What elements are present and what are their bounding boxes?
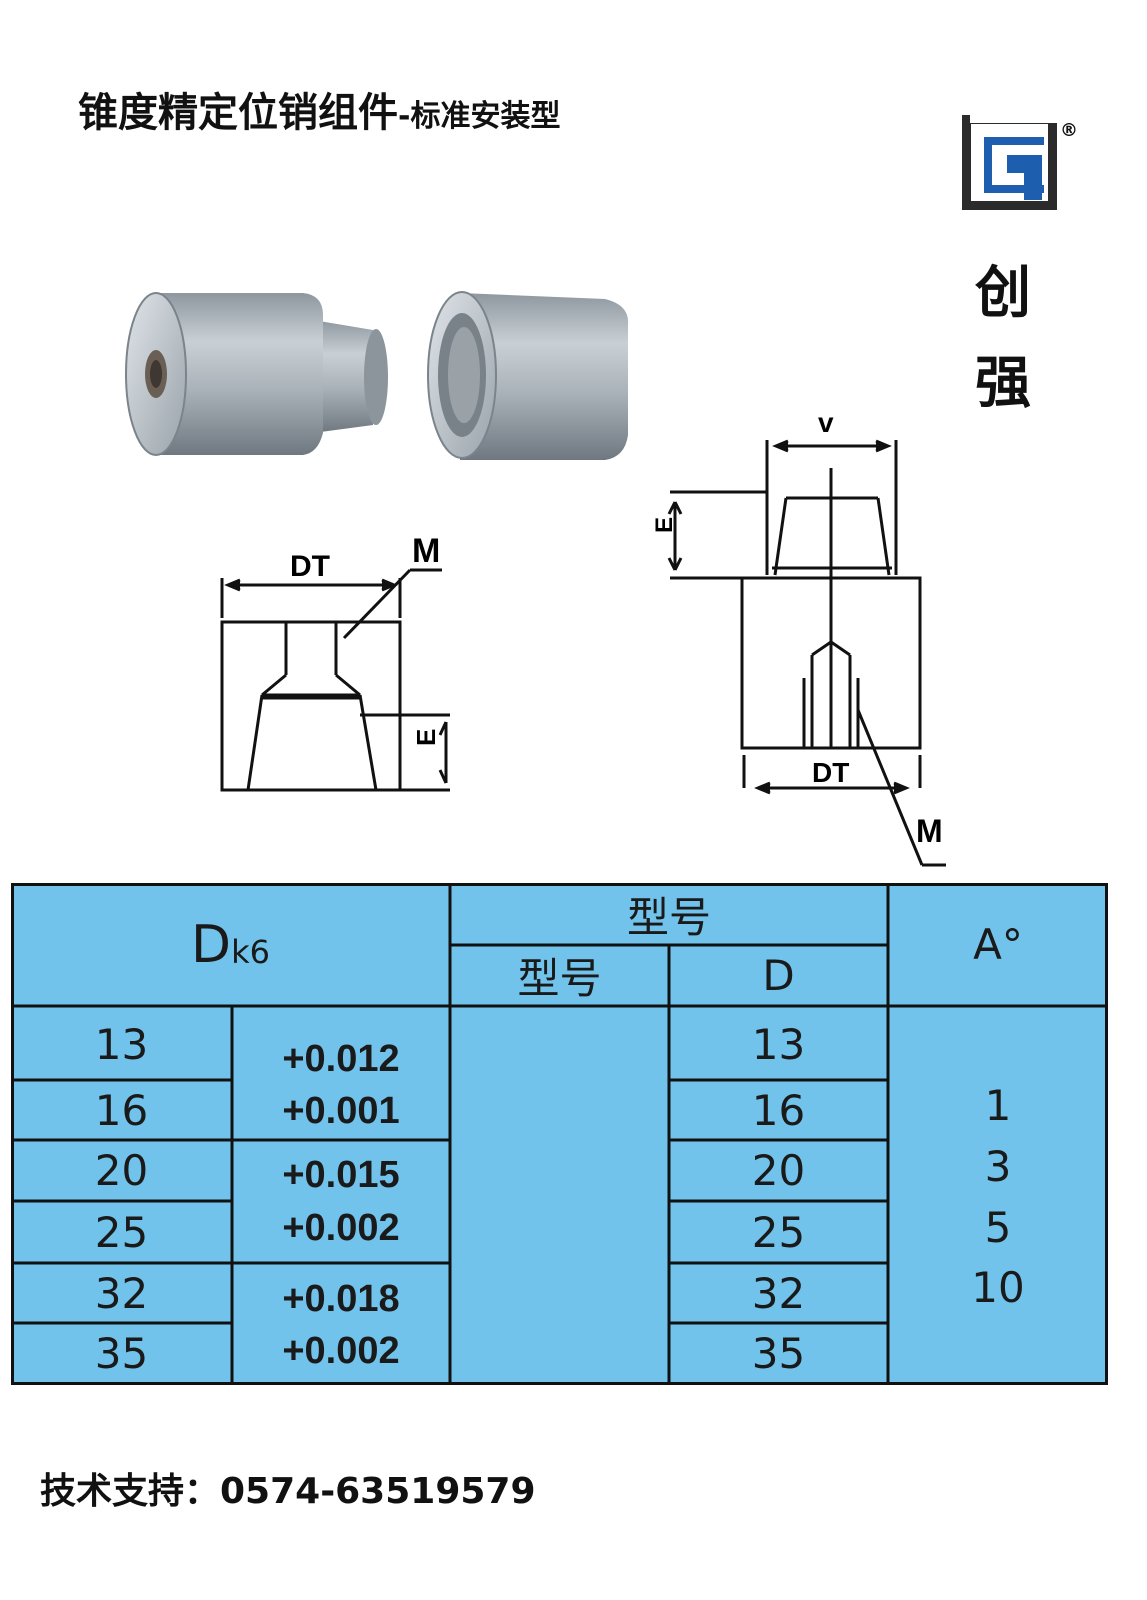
- brand-logo: [962, 115, 1057, 210]
- header-model: 型号: [517, 954, 602, 1003]
- header-group: 型号: [626, 892, 711, 942]
- label-e-left: E: [411, 729, 441, 746]
- angle-cell: 1: [984, 1080, 1012, 1130]
- label-e-right: E: [651, 517, 678, 533]
- label-dt-left: DT: [290, 550, 330, 583]
- label-dt-right: DT: [812, 757, 849, 788]
- title-subtitle: -标准安装型: [398, 99, 561, 134]
- d-cell: 25: [751, 1207, 806, 1257]
- table-grid: [11, 883, 1108, 1385]
- dk6-cell: 32: [94, 1268, 149, 1318]
- d-cell: 32: [751, 1268, 806, 1318]
- dk6-cell: 25: [94, 1207, 149, 1257]
- label-m-left: M: [412, 532, 440, 570]
- pin-diagram: v E DT M: [651, 410, 946, 867]
- header-angle: A°: [973, 920, 1023, 969]
- dk6-cell: 35: [94, 1328, 149, 1378]
- header-dk6-sub: k6: [231, 932, 270, 971]
- label-m-right: M: [916, 813, 943, 849]
- d-cell: 13: [751, 1020, 806, 1069]
- tolerance-upper: +0.018: [282, 1277, 400, 1320]
- tolerance-upper: +0.012: [282, 1037, 400, 1080]
- page-title: 锥度精定位销组件-标准安装型: [78, 80, 560, 138]
- angle-cell: 3: [984, 1141, 1012, 1191]
- d-cell: 35: [751, 1328, 806, 1378]
- bushing-diagram: DT M E: [220, 532, 450, 792]
- pin-photo: [125, 292, 388, 456]
- angle-cell: 5: [984, 1202, 1012, 1252]
- header-dk6-main: D: [191, 914, 232, 975]
- brand-char-2: 强: [975, 350, 1031, 416]
- angle-cell: 10: [971, 1262, 1025, 1312]
- dk6-cell: 13: [94, 1020, 149, 1069]
- brand-char-1: 创: [975, 260, 1031, 326]
- d-cell: 16: [751, 1085, 806, 1135]
- tech-support-text: 技术支持：0574-63519579: [40, 1471, 536, 1512]
- header-d: D: [762, 951, 795, 1000]
- label-v: v: [818, 410, 834, 438]
- registered-mark: ®: [1060, 120, 1078, 141]
- dk6-cell: 20: [94, 1146, 149, 1195]
- bushing-photo: [427, 291, 629, 460]
- d-cell: 20: [751, 1146, 806, 1195]
- title-main: 锥度精定位销组件: [78, 90, 398, 136]
- dk6-cell: 16: [94, 1085, 149, 1135]
- tolerance-upper: +0.015: [282, 1153, 400, 1196]
- tolerance-lower: +0.002: [282, 1329, 400, 1372]
- tolerance-lower: +0.001: [282, 1089, 400, 1132]
- tolerance-lower: +0.002: [282, 1206, 400, 1249]
